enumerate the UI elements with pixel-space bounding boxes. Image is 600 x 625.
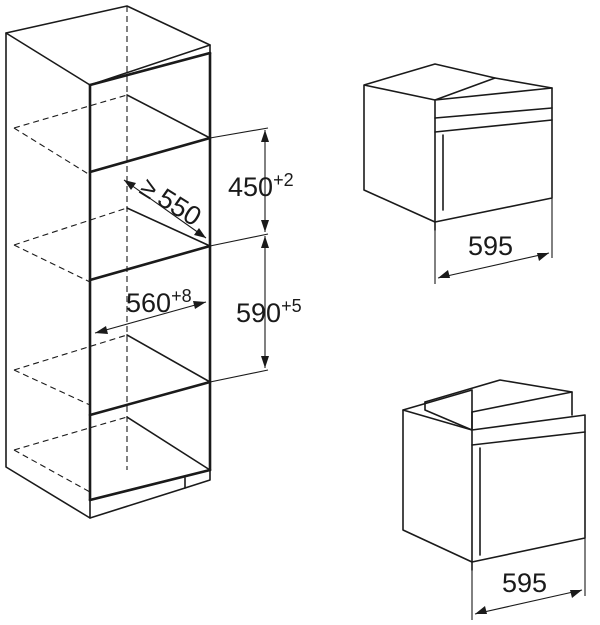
tall-cabinet: 450+2 590+5 ≥550 560+8 — [5, 5, 302, 519]
cabinet-top-panel — [5, 5, 211, 86]
oven-front-panel — [471, 414, 586, 563]
width-label: 560+8 — [126, 286, 192, 318]
lower-height-label: 590+5 — [236, 296, 302, 328]
compact-width-dimension — [434, 198, 553, 284]
cabinet-right-panel — [184, 44, 211, 489]
height-extension-lines — [209, 127, 269, 383]
compact-width-label: 595 — [468, 231, 513, 261]
height-dimension-lines — [261, 130, 269, 368]
oven-body — [402, 389, 473, 431]
cabinet-hidden-edges — [13, 6, 128, 493]
width-dimension-line — [94, 301, 207, 334]
oven-width-label: 595 — [502, 568, 547, 598]
cabinet-shelves — [88, 51, 212, 502]
depth-dimension-line — [123, 179, 207, 239]
cabinet-plinth — [89, 487, 186, 519]
depth-label: ≥550 — [135, 172, 207, 232]
compact-appliance: 595 — [363, 63, 553, 284]
oven-width-dimension — [471, 538, 586, 620]
oven-appliance: 595 — [402, 379, 586, 620]
upper-height-label: 450+2 — [228, 170, 294, 202]
compact-front-panel — [434, 87, 553, 223]
